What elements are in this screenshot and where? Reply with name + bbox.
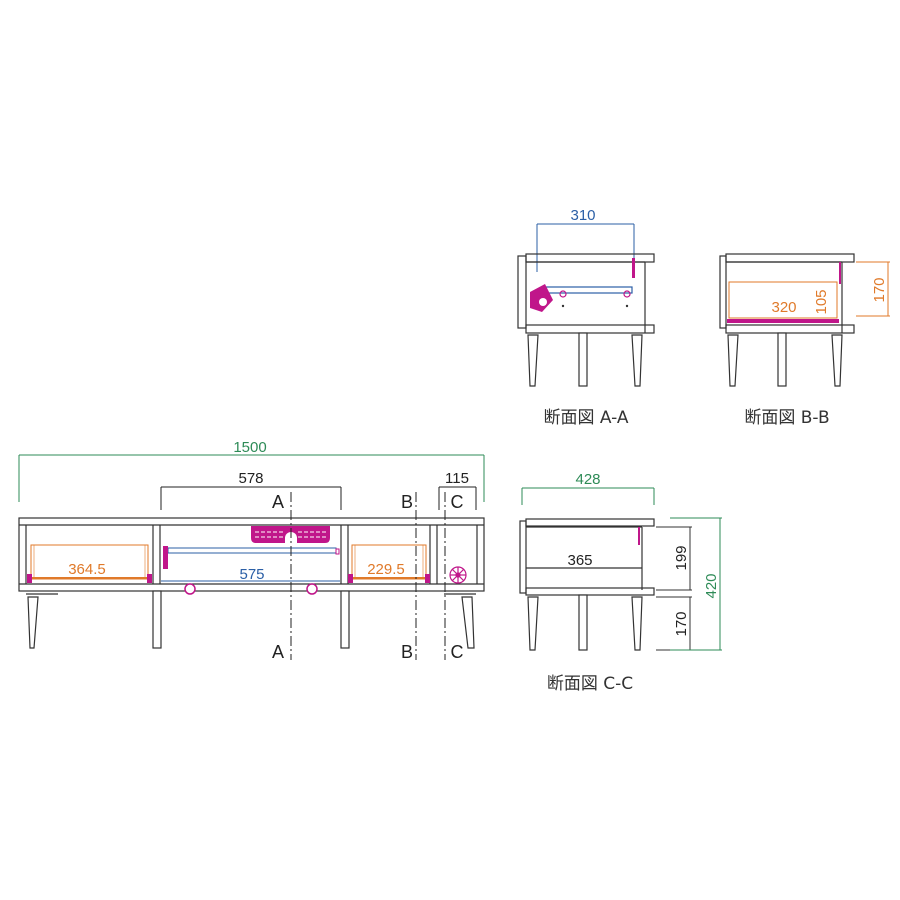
body-height-dimension (856, 261, 890, 317)
shelf-depth-label: 310 (570, 207, 595, 224)
overall-depth-dimension (521, 487, 655, 505)
overall-width-dimension (18, 454, 485, 502)
section-aa-view: 310 断面図 A-A (517, 207, 655, 428)
hinge-icon (530, 284, 553, 312)
overall-width-label: 1500 (233, 439, 266, 456)
center-opening-label: 578 (238, 470, 263, 487)
total-height-dimension (670, 517, 722, 651)
section-bb-view: 320 105 170 断面図 B-B (719, 253, 890, 428)
section-cc-body (519, 518, 655, 651)
side-section-dimension (438, 486, 477, 510)
cable-reel-icon (449, 566, 467, 584)
right-drawer (348, 544, 430, 583)
right-drawer-width-label: 229.5 (367, 561, 405, 578)
overall-depth-label: 428 (575, 471, 600, 488)
section-c-bottom-marker: C (451, 642, 464, 662)
left-drawer-width-label: 364.5 (68, 561, 106, 578)
cable-hole-icon (306, 583, 318, 595)
center-shelf (161, 546, 340, 595)
legs (26, 590, 476, 649)
section-aa-caption: 断面図 A-A (543, 408, 628, 428)
cabinet-body (18, 517, 485, 592)
section-cc-view: 428 365 199 170 42 (519, 471, 722, 694)
center-opening-dimension (160, 486, 342, 510)
leg-height-label: 170 (673, 611, 690, 636)
side-section-label: 115 (445, 470, 469, 487)
left-drawer (27, 544, 152, 583)
drawer-height-label: 105 (813, 289, 830, 314)
inner-depth-label: 365 (567, 552, 592, 569)
front-view: 1500 578 115 (18, 439, 485, 662)
total-height-label: 420 (703, 573, 720, 598)
cable-hole-icon (184, 583, 196, 595)
section-c-top-marker: C (451, 492, 464, 512)
shelf-depth-dimension (536, 223, 635, 272)
section-bb-caption: 断面図 B-B (744, 408, 829, 428)
body-height-label: 199 (673, 545, 690, 570)
section-lines (290, 492, 446, 660)
section-cc-caption: 断面図 C-C (547, 674, 633, 694)
section-b-top-marker: B (401, 492, 413, 512)
section-aa-body (517, 253, 655, 387)
section-bb-drawer (727, 262, 841, 323)
section-b-bottom-marker: B (401, 642, 413, 662)
section-a-bottom-marker: A (272, 642, 284, 662)
section-aa-shelf (530, 258, 635, 312)
body-height-label: 170 (871, 277, 888, 302)
drawer-depth-label: 320 (771, 299, 796, 316)
center-shelf-width-label: 575 (239, 566, 264, 583)
section-bb-body (719, 253, 855, 387)
section-a-top-marker: A (272, 492, 284, 512)
